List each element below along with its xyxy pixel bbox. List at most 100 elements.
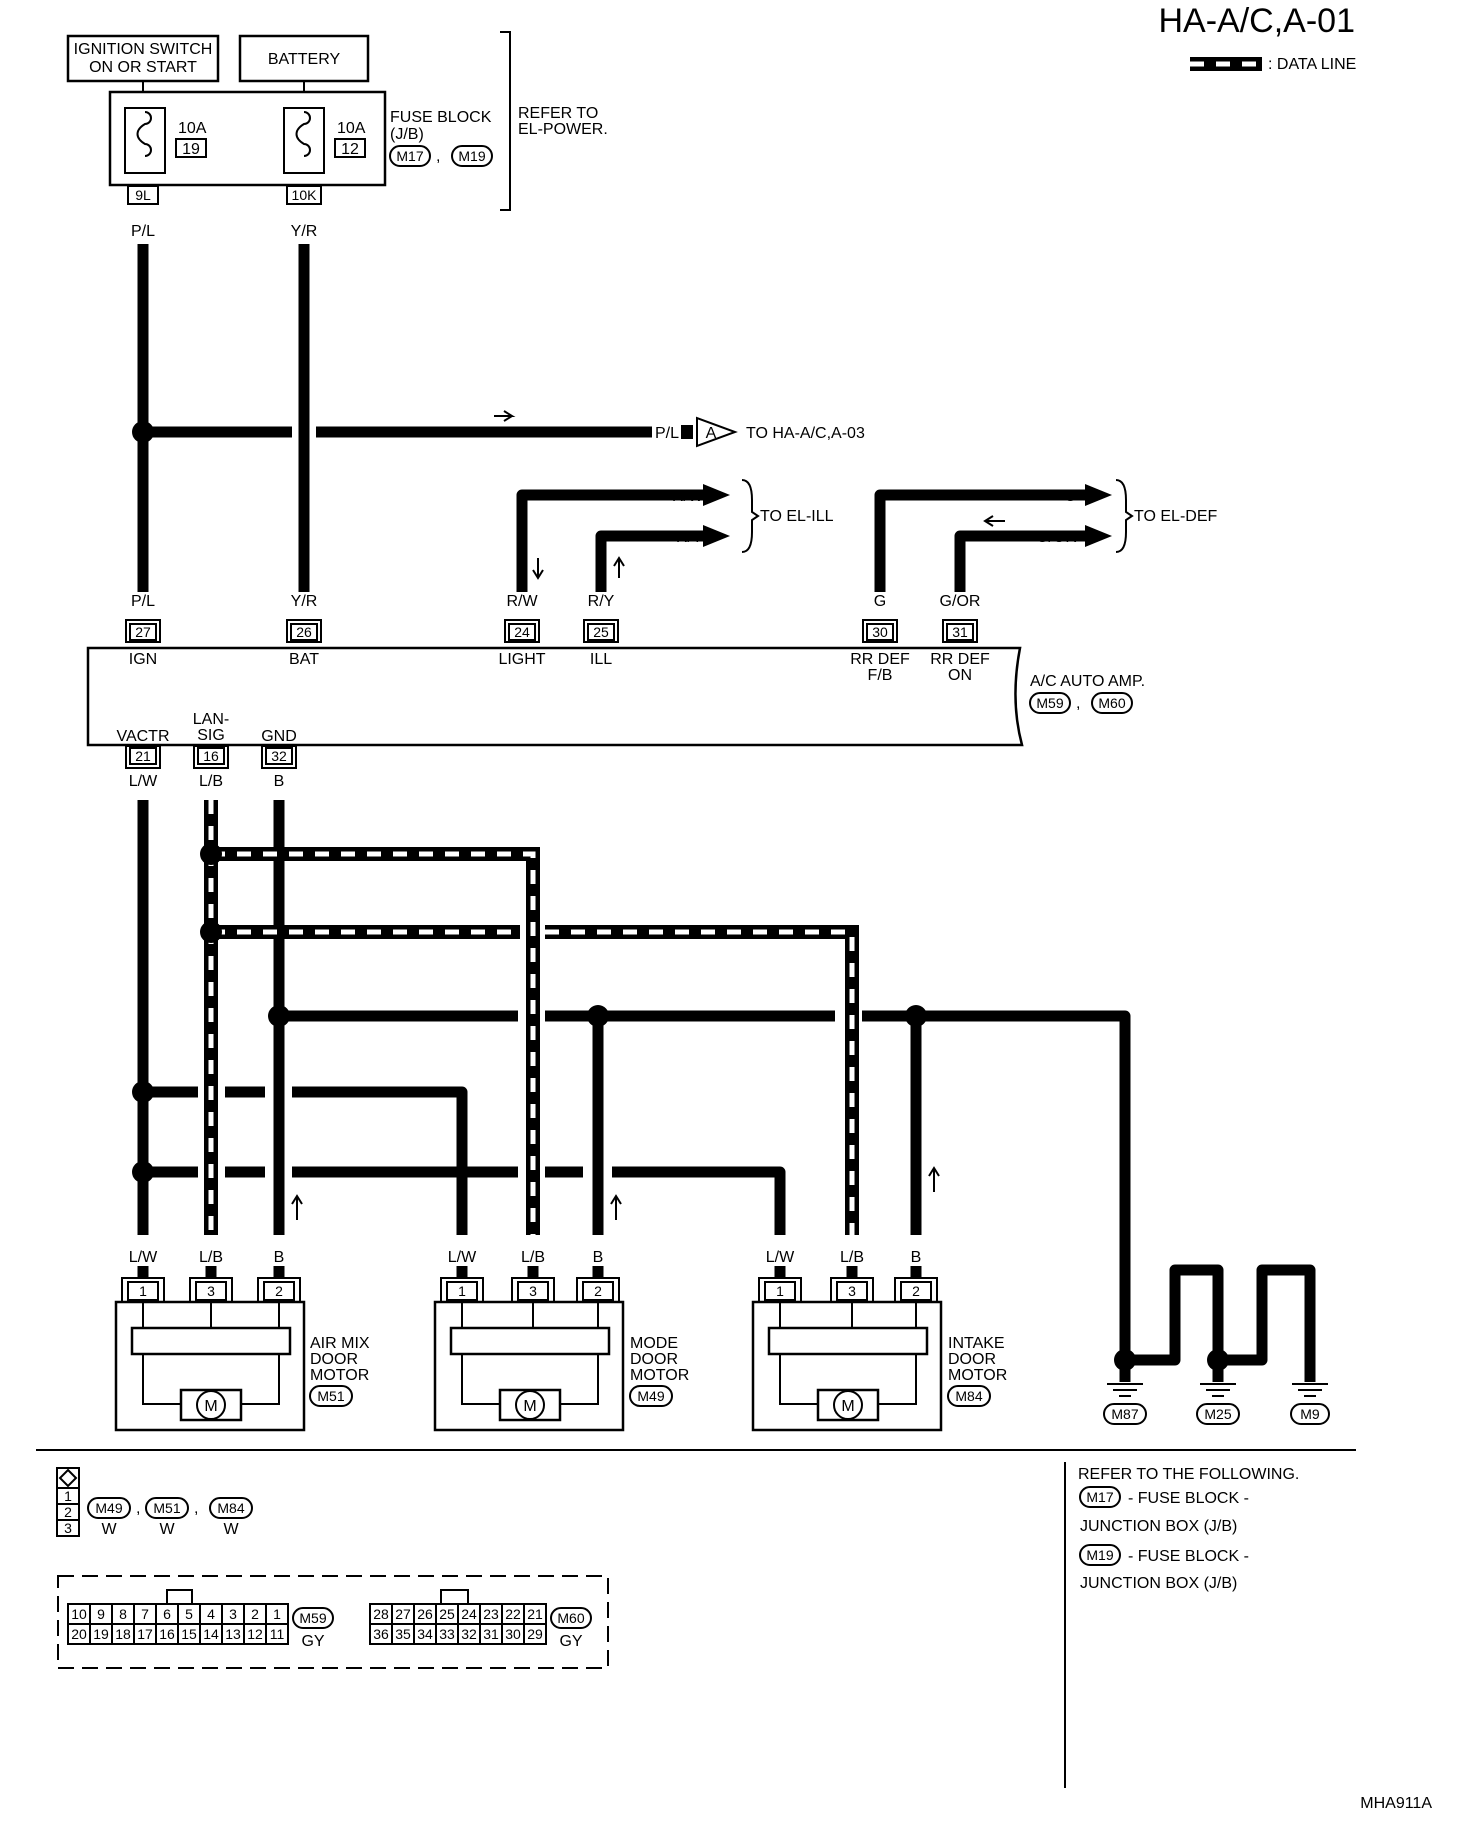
amp-conn-m60-oval bbox=[550, 1607, 592, 1629]
m60-cavity-label-32: 32 bbox=[461, 1626, 477, 1642]
fuse-block-label-2: (J/B) bbox=[390, 126, 424, 143]
wire-b-bus bbox=[279, 1010, 1131, 1305]
motor-conn-color-2: W bbox=[159, 1521, 175, 1538]
motor-air-mix-name: AIR MIX bbox=[310, 1335, 370, 1352]
wire-gor bbox=[954, 530, 1085, 592]
amp-connector-frame bbox=[57, 1575, 609, 1669]
m60-cavity-label-25: 25 bbox=[439, 1606, 455, 1622]
motor-air-mix-conn: M51 bbox=[317, 1388, 344, 1404]
motor-intake: L/W L/B B 1 3 2 M INTAKE DOOR MOTOR M84 bbox=[751, 1249, 1007, 1432]
m59-cavity-label-13: 13 bbox=[225, 1626, 241, 1642]
amp-conn-2-oval bbox=[1091, 692, 1133, 714]
amp-pin-lansig-2: SIG bbox=[197, 727, 225, 744]
amp-bottom-pin-21-num: 21 bbox=[135, 748, 151, 764]
motor-intake-conn-oval bbox=[947, 1385, 991, 1407]
terminal-9l-box bbox=[127, 185, 159, 205]
ground-wire-3: B bbox=[1213, 1317, 1224, 1334]
flow-arrow-b-1 bbox=[291, 1194, 303, 1220]
flow-arrow-gor bbox=[983, 515, 1005, 527]
ill-wire-ry-label: R/Y bbox=[676, 529, 703, 546]
motor-conn-m51: M51 bbox=[153, 1500, 180, 1516]
branch-pin bbox=[681, 425, 693, 439]
ignition-switch-label-2: ON OR START bbox=[89, 59, 197, 76]
motor-mode-pin-1: 1 bbox=[458, 1283, 466, 1299]
amp-conn-1-oval bbox=[1029, 692, 1071, 714]
amp-conn-m59-color: GY bbox=[301, 1633, 324, 1650]
diagram-title: HA-A/C,A-01 bbox=[1159, 2, 1356, 40]
amp-bottom-pin-21: 21 bbox=[125, 745, 161, 769]
wire-g bbox=[874, 489, 1085, 592]
motor-intake-wire-lb: L/B bbox=[840, 1249, 864, 1266]
wire-rw bbox=[516, 489, 703, 592]
amp-top-pin-31-num: 31 bbox=[952, 624, 968, 640]
figure-code: MHA911A bbox=[1360, 1795, 1432, 1812]
m60-cavity-label-31: 31 bbox=[483, 1626, 499, 1642]
m60-cavity-label-23: 23 bbox=[483, 1606, 499, 1622]
motor-air-mix-name-2: DOOR bbox=[310, 1351, 358, 1368]
m60-cavity-label-24: 24 bbox=[461, 1606, 477, 1622]
motor-air-mix-pin-2: 2 bbox=[275, 1283, 283, 1299]
m60-cavity-label-33: 33 bbox=[439, 1626, 455, 1642]
m59-cavity-label-6: 6 bbox=[163, 1606, 171, 1622]
motor-air-mix-wire-lw: L/W bbox=[129, 1249, 158, 1266]
motor-intake-conn: M84 bbox=[955, 1388, 982, 1404]
fuse-1-num: 19 bbox=[182, 141, 200, 158]
amp-conn-m60-color: GY bbox=[559, 1633, 582, 1650]
amp-bottom-pin-16: 16 bbox=[193, 745, 229, 769]
motor-air-mix-wire-b: B bbox=[274, 1249, 285, 1266]
motor-conn-pin-1: 1 bbox=[64, 1488, 72, 1504]
refer-item-1-text: - FUSE BLOCK - bbox=[1128, 1490, 1249, 1507]
wire-lw-intake bbox=[143, 1166, 786, 1235]
refer-label-2: EL-POWER. bbox=[518, 121, 608, 138]
amp-conn-1: M59 bbox=[1036, 695, 1063, 711]
battery-label: BATTERY bbox=[268, 51, 341, 68]
amp-bottom-wire-16: L/B bbox=[199, 773, 223, 790]
motor-mode-gear bbox=[449, 1326, 611, 1356]
amp-pin-vactr: VACTR bbox=[116, 728, 169, 745]
m59-cavity-label-4: 4 bbox=[207, 1606, 215, 1622]
amp-pin-lansig: LAN- bbox=[193, 711, 229, 728]
branch-wire-label: P/L bbox=[655, 425, 679, 442]
m60-cavity-label-21: 21 bbox=[527, 1606, 543, 1622]
def-wire-gor-label: G/OR bbox=[1036, 529, 1077, 546]
ignition-switch-label: IGNITION SWITCH bbox=[74, 41, 213, 58]
refer-item-1-text-2: JUNCTION BOX (J/B) bbox=[1080, 1518, 1237, 1535]
amp-top-pin-24-num: 24 bbox=[514, 624, 530, 640]
ground-symbol-m9 bbox=[1292, 1383, 1328, 1397]
m60-cavity-label-35: 35 bbox=[395, 1626, 411, 1642]
motor-connector-face: 1 2 3 M49 , M51 , M84 W W W bbox=[56, 1467, 253, 1538]
refer-item-2-text-2: JUNCTION BOX (J/B) bbox=[1080, 1575, 1237, 1592]
splice-pl bbox=[132, 421, 154, 443]
terminal-9l: 9L bbox=[135, 187, 151, 203]
ground-m87-oval bbox=[1103, 1403, 1147, 1425]
motor-air-mix-symbol: M bbox=[204, 1398, 217, 1415]
amp-top-wire-27: P/L bbox=[131, 593, 155, 610]
m60-cavity-label-30: 30 bbox=[505, 1626, 521, 1642]
m59-cavity-label-7: 7 bbox=[141, 1606, 149, 1622]
motor-mode-conn-oval bbox=[629, 1385, 673, 1407]
motor-mode-wire-b: B bbox=[593, 1249, 604, 1266]
motor-intake-wire-lw: L/W bbox=[766, 1249, 795, 1266]
ignition-switch-box bbox=[66, 34, 220, 83]
splice-lw-1 bbox=[132, 1081, 154, 1103]
flow-arrow-branch bbox=[494, 410, 516, 422]
amp-pin-rrdef-fb: RR DEF bbox=[850, 651, 910, 668]
terminal-10k-box bbox=[286, 185, 322, 205]
motor-mode-wire-lw: L/W bbox=[448, 1249, 477, 1266]
motor-air-mix-wire-lb: L/B bbox=[199, 1249, 223, 1266]
amp-pin-gnd: GND bbox=[261, 728, 297, 745]
motor-mode-pin-2: 2 bbox=[594, 1283, 602, 1299]
m59-cavity-label-9: 9 bbox=[97, 1606, 105, 1622]
motor-air-mix-pin-3: 3 bbox=[207, 1283, 215, 1299]
data-line-lansig bbox=[204, 800, 859, 1235]
fuse-1 bbox=[124, 107, 166, 174]
splice-b-1 bbox=[268, 1005, 290, 1027]
wire-label-yr-top: Y/R bbox=[291, 223, 318, 240]
amp-conn-2: M60 bbox=[1098, 695, 1125, 711]
fuse-block-conn-sep: , bbox=[436, 148, 440, 165]
motor-conn-color-1: W bbox=[101, 1521, 117, 1538]
amp-top-pin-31: 31 bbox=[942, 619, 978, 643]
m59-cavity-label-1: 1 bbox=[273, 1606, 281, 1622]
amp-top-pin-24: 24 bbox=[504, 619, 540, 643]
def-bracket bbox=[1115, 479, 1134, 553]
